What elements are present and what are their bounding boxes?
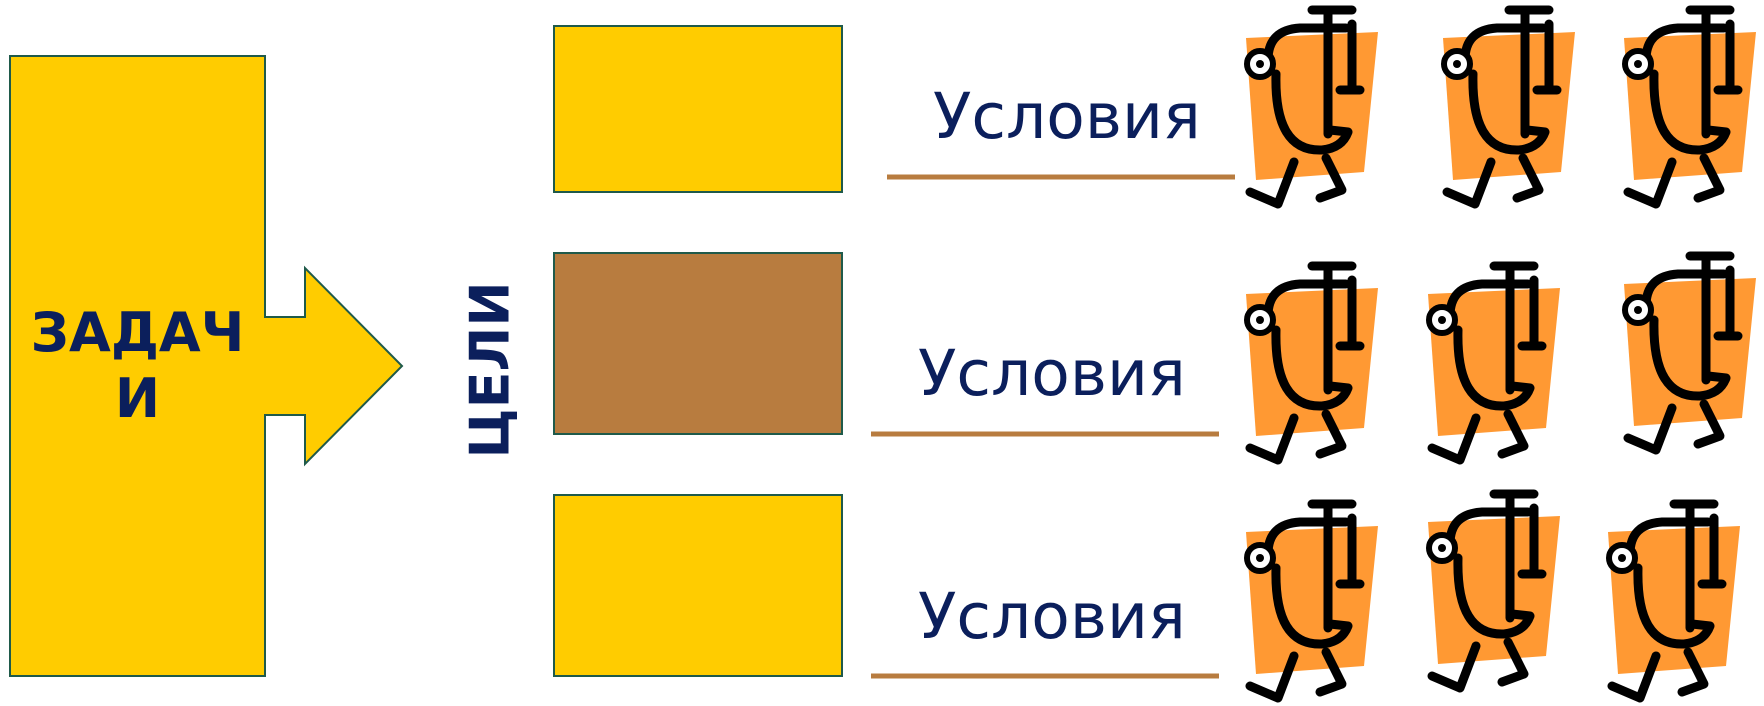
condition-label-2: Условия [918, 337, 1186, 410]
walking-clamp-mascot-icon [1600, 496, 1750, 706]
goals-label: ЦЕЛИ [459, 281, 522, 458]
walking-clamp-mascot-icon [1238, 2, 1388, 212]
walking-clamp-mascot-icon [1238, 496, 1388, 706]
walking-clamp-mascot-icon [1420, 258, 1570, 468]
goal-box-2 [554, 253, 842, 434]
walking-clamp-mascot-icon [1616, 248, 1764, 458]
walking-clamp-mascot-icon [1238, 258, 1388, 468]
walking-clamp-mascot-icon [1420, 486, 1570, 696]
goal-box-1 [554, 26, 842, 192]
condition-label-1: Условия [933, 80, 1201, 153]
walking-clamp-mascot-icon [1616, 2, 1764, 212]
walking-clamp-mascot-icon [1435, 2, 1585, 212]
goal-box-3 [554, 495, 842, 676]
condition-label-3: Условия [918, 580, 1186, 653]
